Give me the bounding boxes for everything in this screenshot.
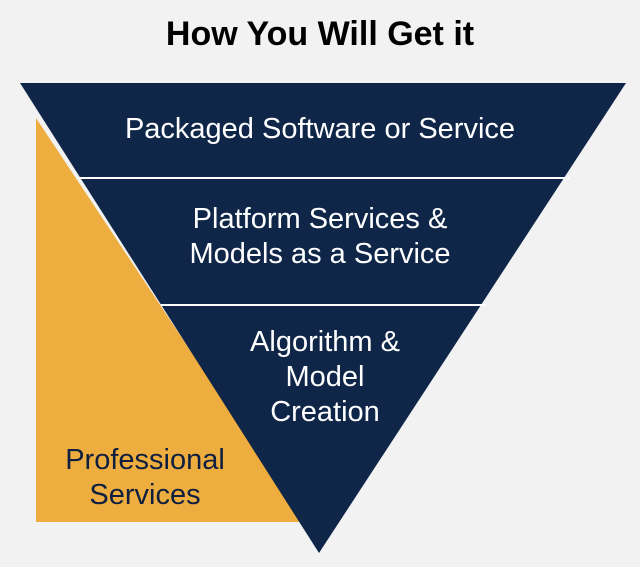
- tier-label-line: Algorithm &: [250, 326, 400, 358]
- side-label-line: Professional: [65, 444, 225, 476]
- tier-label-line: Platform Services &: [192, 203, 448, 235]
- tier-label-line: Creation: [270, 396, 380, 428]
- tier-label-line: Models as a Service: [189, 238, 451, 270]
- tier-label-line: Packaged Software or Service: [124, 113, 516, 145]
- inverted-triangle: [20, 83, 626, 553]
- diagram-title: How You Will Get it: [165, 15, 475, 53]
- professional-services-label: Professional Services: [40, 443, 250, 513]
- tier-label-algorithm-creation: Algorithm & Model Creation: [200, 325, 450, 430]
- tier-label-line: Model: [285, 361, 365, 393]
- side-label-line: Services: [89, 479, 201, 511]
- tier-label-platform-services: Platform Services & Models as a Service: [110, 202, 530, 272]
- tier-label-packaged-software: Packaged Software or Service: [60, 112, 580, 147]
